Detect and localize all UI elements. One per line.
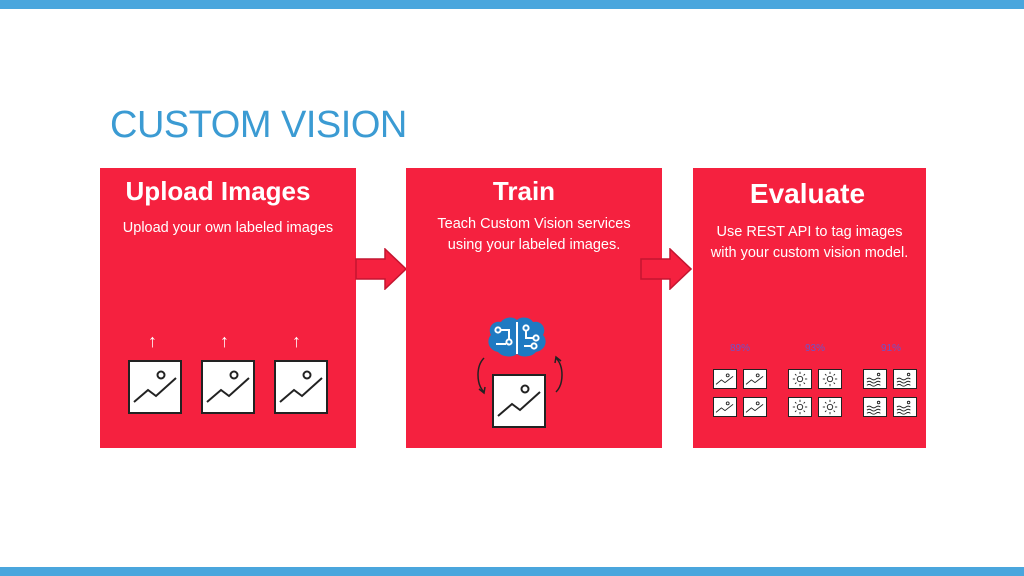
up-arrow-icon: ↑ — [148, 331, 157, 351]
waves-thumbnail-icon — [863, 397, 887, 417]
cycle-arrows-icon — [554, 355, 563, 393]
image-icon — [492, 374, 546, 428]
waves-thumbnail-icon — [893, 369, 917, 389]
sun-thumbnail-icon — [788, 397, 812, 417]
up-arrow-icon: ↑ — [220, 331, 229, 351]
evaluate-title: Evaluate — [749, 178, 866, 209]
evaluate-card: Evaluate Use REST API to tag images with… — [693, 168, 926, 448]
image-thumbnail-icon — [713, 397, 737, 417]
sun-thumbnail-icon — [788, 369, 812, 389]
slide-title: CUSTOM VISION — [110, 104, 407, 146]
image-thumbnail-icon — [713, 369, 737, 389]
image-icon — [128, 360, 182, 414]
evaluate-description: Use REST API to tag images with your cus… — [710, 224, 909, 261]
score-label: 93% — [805, 343, 826, 354]
up-arrow-icon: ↑ — [292, 331, 301, 351]
image-thumbnail-icon — [743, 369, 767, 389]
upload-images-title: Upload Images — [125, 176, 311, 206]
cycle-arrows-icon — [477, 357, 486, 395]
score-label: 91% — [881, 343, 902, 354]
train-title: Train — [492, 176, 556, 206]
waves-thumbnail-icon — [863, 369, 887, 389]
sun-thumbnail-icon — [818, 397, 842, 417]
flow-arrow-icon — [355, 248, 407, 290]
waves-thumbnail-icon — [893, 397, 917, 417]
score-label: 89% — [730, 343, 751, 354]
train-description: Teach Custom Vision services using your … — [437, 216, 631, 253]
top-accent-bar — [0, 0, 1024, 9]
upload-images-card: Upload Images Upload your own labeled im… — [100, 168, 356, 448]
image-thumbnail-icon — [743, 397, 767, 417]
upload-images-description: Upload your own labeled images — [122, 220, 334, 236]
bottom-accent-bar — [0, 567, 1024, 576]
flow-arrow-icon — [640, 248, 692, 290]
image-icon — [201, 360, 255, 414]
train-card: Train Teach Custom Vision services using… — [406, 168, 662, 448]
image-icon — [274, 360, 328, 414]
brain-circuit-icon — [488, 317, 546, 357]
sun-thumbnail-icon — [818, 369, 842, 389]
